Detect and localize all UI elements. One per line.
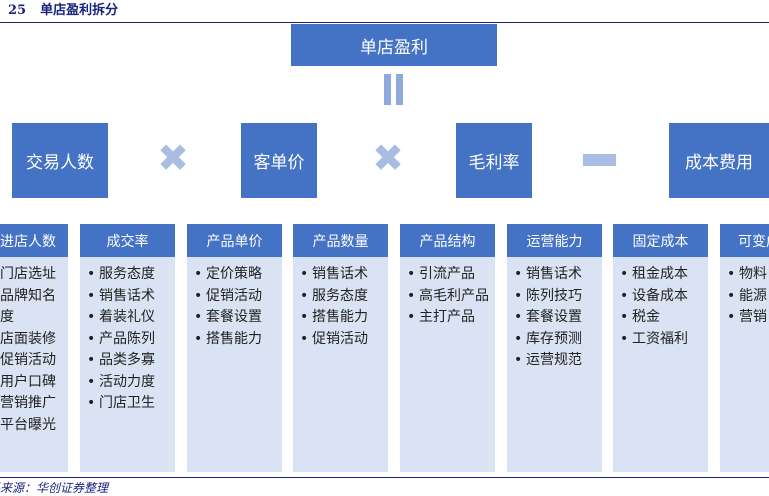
list-item: 门店选址 <box>0 266 56 282</box>
column-header: 可变成本 <box>720 224 769 257</box>
factor-box-unit-price: 客单价 <box>241 123 317 198</box>
list-item: 主打产品 <box>400 307 495 329</box>
figure-number: 25 <box>8 3 27 18</box>
list-item: 度 <box>0 309 14 325</box>
column-header: 固定成本 <box>613 224 708 257</box>
list-item: 销售话术 <box>293 264 388 286</box>
list-item: 高毛利产品 <box>400 286 495 308</box>
top-box-store-profit: 单店盈利 <box>291 24 497 66</box>
factor-box-gross-margin: 毛利率 <box>456 123 532 198</box>
column-header: 成交率 <box>80 224 175 257</box>
list-item: 平台曝光 <box>0 416 56 433</box>
column-header: 产品结构 <box>400 224 495 257</box>
list-item: 店面装修 <box>0 330 56 347</box>
column-variable-cost: 可变成本 物料 能源 营销 <box>720 224 769 472</box>
list-item: 引流产品 <box>400 264 495 286</box>
bottom-rule <box>0 477 769 478</box>
list-item: 库存预测 <box>507 329 602 351</box>
factor-box-cost: 成本费用 <box>669 123 769 198</box>
list-item: 品牌知名 <box>0 287 56 304</box>
source-note: 资料来源：华创证券整理 <box>0 481 109 495</box>
list-item: 服务态度 <box>80 264 175 286</box>
list-item: 租金成本 <box>613 264 708 286</box>
column-product-quantity: 产品数量 销售话术 服务态度 搭售能力 促销活动 <box>293 224 388 472</box>
list-item: 陈列技巧 <box>507 286 602 308</box>
column-header: 运营能力 <box>507 224 602 257</box>
equals-bar-left <box>384 74 391 105</box>
column-product-price: 产品单价 定价策略 促销活动 套餐设置 搭售能力 <box>187 224 282 472</box>
list-item: 着装礼仪 <box>80 307 175 329</box>
column-operations: 运营能力 销售话术 陈列技巧 套餐设置 库存预测 运营规范 <box>507 224 602 472</box>
column-header: 进店人数 <box>0 224 68 257</box>
column-visitors: 进店人数 门店选址 品牌知名 度 店面装修 促销活动 用户口碑 营销推广 平台曝… <box>0 224 68 472</box>
list-item: 税金 <box>613 307 708 329</box>
list-item: 物料 <box>720 264 769 286</box>
list-item: 搭售能力 <box>187 329 282 351</box>
minus-icon <box>583 154 616 166</box>
list-item: 门店卫生 <box>80 393 175 415</box>
list-item: 销售话术 <box>507 264 602 286</box>
list-item: 品类多寡 <box>80 350 175 372</box>
list-item: 服务态度 <box>293 286 388 308</box>
multiply-icon: ✖ <box>372 136 404 180</box>
list-item: 定价策略 <box>187 264 282 286</box>
column-header: 产品数量 <box>293 224 388 257</box>
list-item: 搭售能力 <box>293 307 388 329</box>
column-fixed-cost: 固定成本 租金成本 设备成本 税金 工资福利 <box>613 224 708 472</box>
figure-title: 单店盈利拆分 <box>40 3 119 18</box>
column-product-structure: 产品结构 引流产品 高毛利产品 主打产品 <box>400 224 495 472</box>
multiply-icon: ✖ <box>157 136 189 180</box>
list-item: 活动力度 <box>80 372 175 394</box>
list-item: 促销活动 <box>293 329 388 351</box>
list-item: 运营规范 <box>507 350 602 372</box>
list-item: 套餐设置 <box>507 307 602 329</box>
figure-caption: 图表25单店盈利拆分 <box>0 0 769 22</box>
list-item: 设备成本 <box>613 286 708 308</box>
list-item: 用户口碑 <box>0 373 56 390</box>
column-header: 产品单价 <box>187 224 282 257</box>
list-item: 套餐设置 <box>187 307 282 329</box>
list-item: 能源 <box>720 286 769 308</box>
list-item: 工资福利 <box>613 329 708 351</box>
list-item: 营销 <box>720 307 769 329</box>
list-item: 促销活动 <box>187 286 282 308</box>
list-item: 促销活动 <box>0 352 56 368</box>
list-item: 产品陈列 <box>80 329 175 351</box>
list-item: 营销推广 <box>0 395 56 411</box>
list-item: 销售话术 <box>80 286 175 308</box>
top-rule <box>0 22 769 23</box>
factor-box-transactions: 交易人数 <box>12 123 108 198</box>
equals-bar-right <box>396 74 403 105</box>
column-conversion: 成交率 服务态度 销售话术 着装礼仪 产品陈列 品类多寡 活动力度 门店卫生 <box>80 224 175 472</box>
